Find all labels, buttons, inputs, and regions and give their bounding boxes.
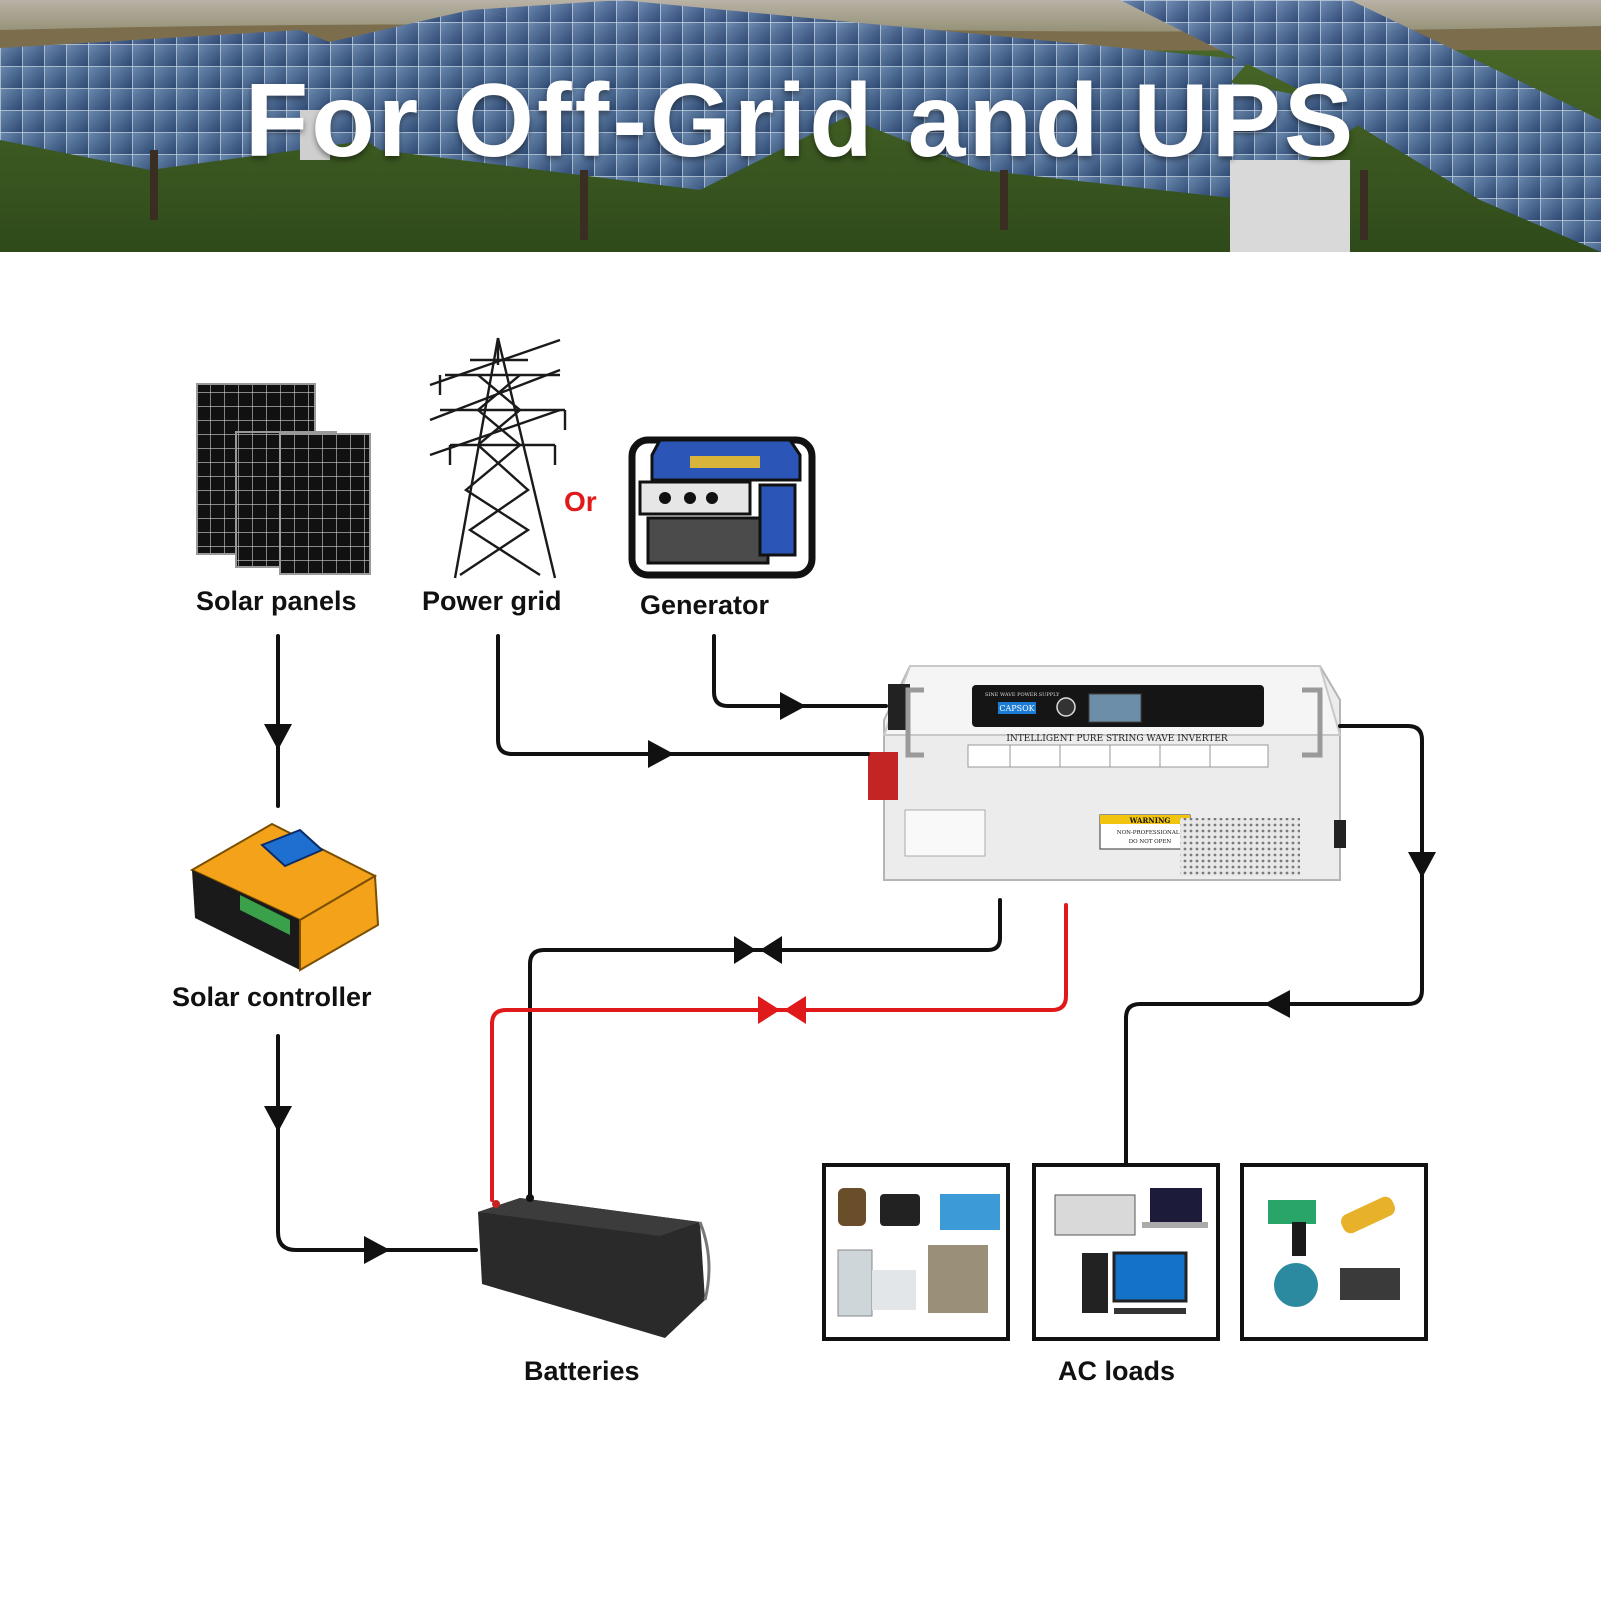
warning-text-2: DO NOT OPEN bbox=[1129, 839, 1172, 845]
arrow-bidirectional-icon bbox=[758, 996, 780, 1024]
wire-controller-battery bbox=[276, 1034, 478, 1252]
inverter-icon: CAPSOK SINE WAVE POWER SUPPLY INTELLIGEN… bbox=[868, 665, 1346, 881]
label-or: Or bbox=[564, 486, 597, 517]
arrow-bidirectional-icon bbox=[784, 996, 806, 1024]
label-ac-loads: AC loads bbox=[1058, 1356, 1176, 1386]
wire-grid-inverter bbox=[496, 634, 870, 756]
ac-loads-electronics bbox=[1032, 1163, 1220, 1341]
arrow-bidirectional-icon bbox=[760, 936, 782, 964]
arrow-bidirectional-icon bbox=[734, 936, 756, 964]
label-generator: Generator bbox=[640, 590, 770, 620]
warning-text-1: NON-PROFESSIONALS bbox=[1117, 830, 1184, 836]
arrow-right-icon bbox=[648, 740, 674, 768]
warning-title: WARNING bbox=[1129, 816, 1171, 825]
arrow-right-icon bbox=[780, 692, 806, 720]
arrow-right-icon bbox=[364, 1236, 390, 1264]
label-solar-controller: Solar controller bbox=[172, 982, 372, 1012]
label-batteries: Batteries bbox=[524, 1356, 640, 1386]
power-button-icon bbox=[1056, 697, 1076, 717]
ac-loads-appliances bbox=[822, 1163, 1010, 1341]
solar-farm-photo bbox=[0, 0, 1601, 252]
wire-inverter-loads bbox=[1124, 724, 1424, 1165]
page-title: For Off-Grid and UPS bbox=[244, 63, 1357, 179]
solar-panels-icon bbox=[196, 383, 371, 575]
wire-dc-negative bbox=[528, 898, 1002, 1198]
arrow-left-icon bbox=[1264, 990, 1290, 1018]
inverter-brand: CAPSOK bbox=[999, 704, 1035, 713]
arrow-down-icon bbox=[264, 1106, 292, 1132]
inverter-panel-caption: SINE WAVE POWER SUPPLY bbox=[985, 692, 1060, 698]
inverter-front-title: INTELLIGENT PURE STRING WAVE INVERTER bbox=[1006, 734, 1228, 744]
power-tower-icon bbox=[429, 337, 567, 579]
ac-loads-tools bbox=[1240, 1163, 1428, 1341]
label-solar-panels: Solar panels bbox=[196, 586, 357, 616]
arrow-down-icon bbox=[264, 724, 292, 750]
label-power-grid: Power grid bbox=[422, 586, 562, 616]
generator-icon bbox=[628, 436, 816, 579]
battery-icon bbox=[478, 1194, 711, 1338]
arrow-down-icon bbox=[1408, 852, 1436, 878]
solar-controller-icon bbox=[189, 822, 380, 972]
hero-banner: For Off-Grid and UPS bbox=[0, 0, 1601, 252]
wire-generator-inverter bbox=[712, 634, 888, 708]
